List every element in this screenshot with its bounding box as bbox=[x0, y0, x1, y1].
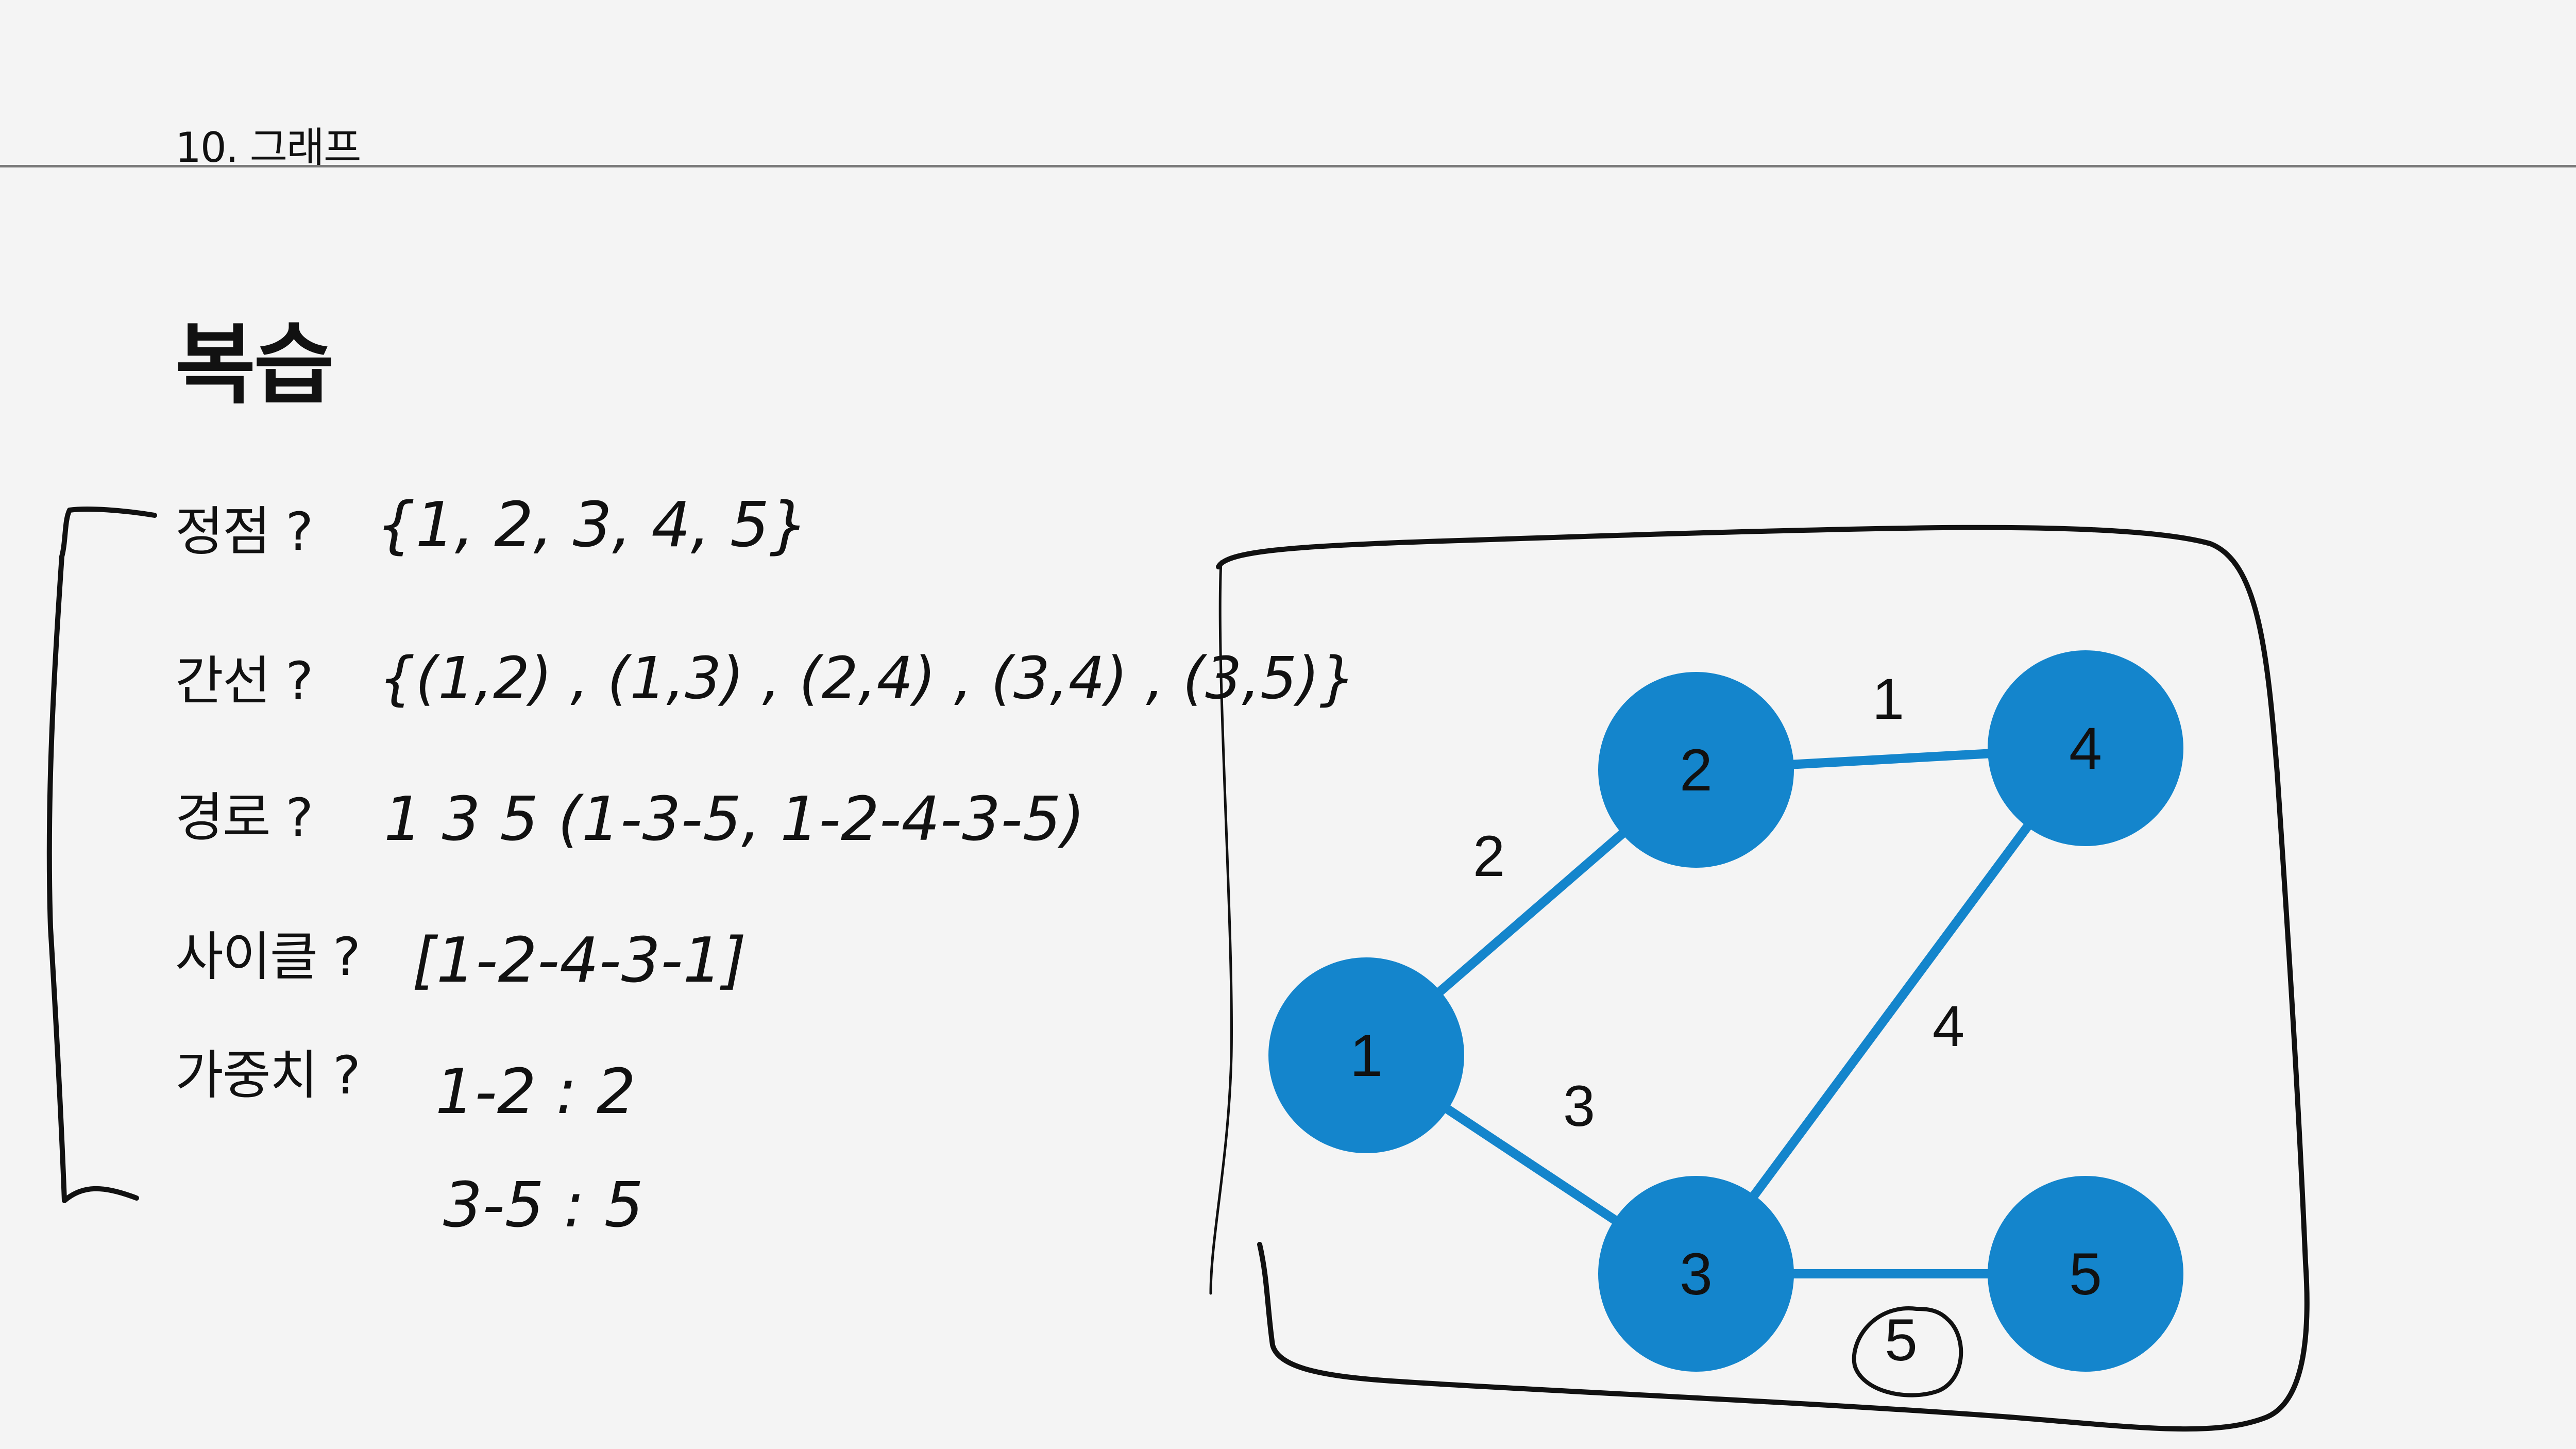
edge-weight-1-3: 3 bbox=[1563, 1074, 1595, 1138]
edge-3-4 bbox=[1692, 745, 2090, 1277]
circled-weight-ring bbox=[1852, 1306, 1963, 1397]
path-answer: 1 3 5 (1-3-5, 1-2-4-3-5) bbox=[384, 783, 1085, 854]
node-label-1: 1 bbox=[1350, 1023, 1383, 1089]
slide-title: 복습 bbox=[175, 314, 334, 416]
node-4 bbox=[1988, 650, 2183, 846]
cycle-answer: [1-2-4-3-1] bbox=[412, 925, 747, 997]
weight-answer-2: 3-5 : 5 bbox=[443, 1170, 643, 1241]
section-header: 10. 그래프 bbox=[175, 124, 361, 172]
edge-weight-3-4: 4 bbox=[1933, 994, 1964, 1058]
edge-answer: {(1,2) , (1,3) , (2,4) , (3,4) , (3,5)} bbox=[379, 645, 1356, 712]
question-weight: 가중치 ? bbox=[175, 1045, 361, 1106]
header-divider bbox=[0, 165, 2576, 167]
left-bracket-stroke bbox=[46, 507, 157, 1203]
edge-weight-2-4: 1 bbox=[1872, 667, 1904, 731]
node-label-3: 3 bbox=[1680, 1241, 1713, 1307]
node-1 bbox=[1268, 957, 1464, 1153]
circled-weight-label: 5 bbox=[1885, 1307, 1918, 1373]
question-vertex: 정점 ? bbox=[175, 501, 313, 563]
edge-weight-1-2: 2 bbox=[1473, 824, 1505, 888]
vertex-answer: {1, 2, 3, 4, 5} bbox=[376, 490, 809, 561]
node-3 bbox=[1598, 1176, 1794, 1372]
weight-answer-1: 1-2 : 2 bbox=[435, 1056, 636, 1128]
node-label-5: 5 bbox=[2069, 1241, 2102, 1307]
question-path: 경로 ? bbox=[175, 787, 313, 849]
node-5 bbox=[1988, 1176, 2183, 1372]
question-edge: 간선 ? bbox=[175, 651, 313, 712]
graph-frame-stroke bbox=[1209, 560, 1233, 1295]
question-cycle: 사이클 ? bbox=[175, 926, 361, 988]
graph-nodes: 1 2 3 4 5 bbox=[1268, 650, 2183, 1372]
node-2 bbox=[1598, 672, 1794, 868]
node-label-4: 4 bbox=[2069, 716, 2102, 782]
node-label-2: 2 bbox=[1680, 737, 1713, 803]
graph-frame-outline bbox=[1216, 525, 2310, 1432]
